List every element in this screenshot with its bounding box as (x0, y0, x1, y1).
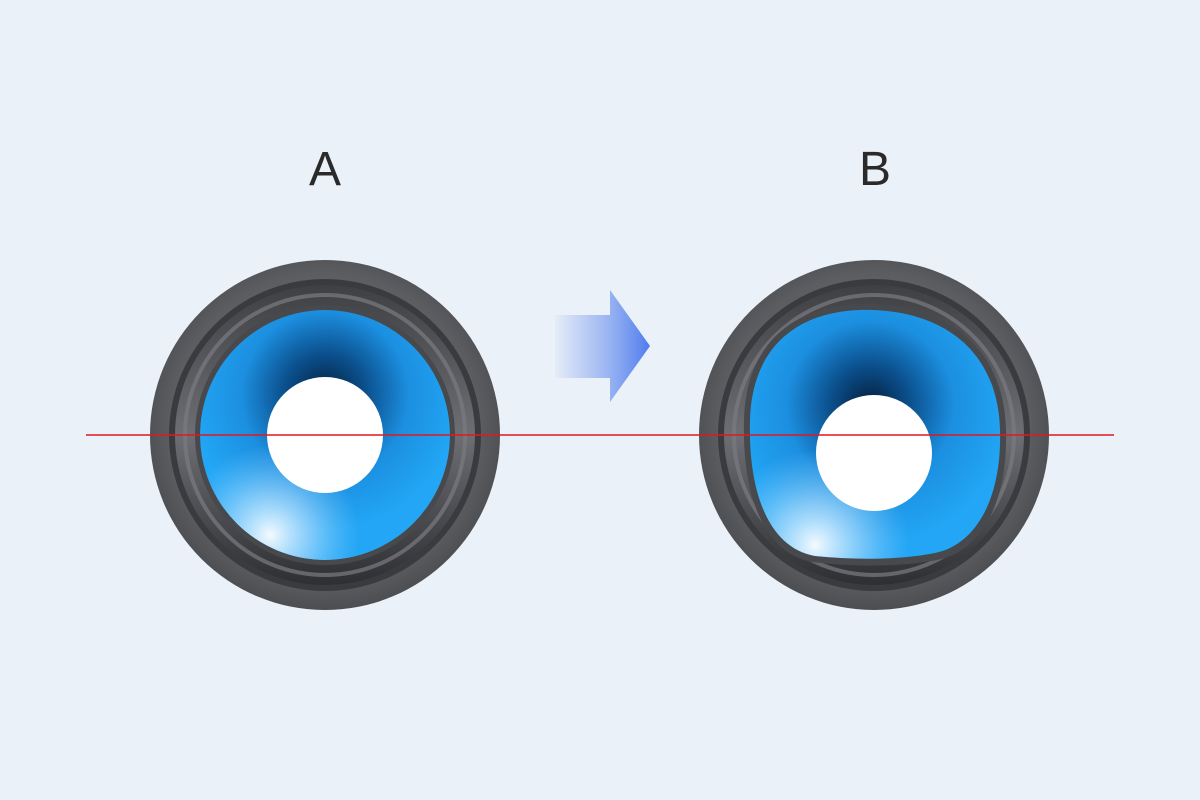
speaker-b-dust-cap (816, 395, 932, 511)
label-a: A (308, 143, 341, 196)
label-b: B (858, 143, 891, 196)
arrow-right-icon (555, 290, 650, 402)
